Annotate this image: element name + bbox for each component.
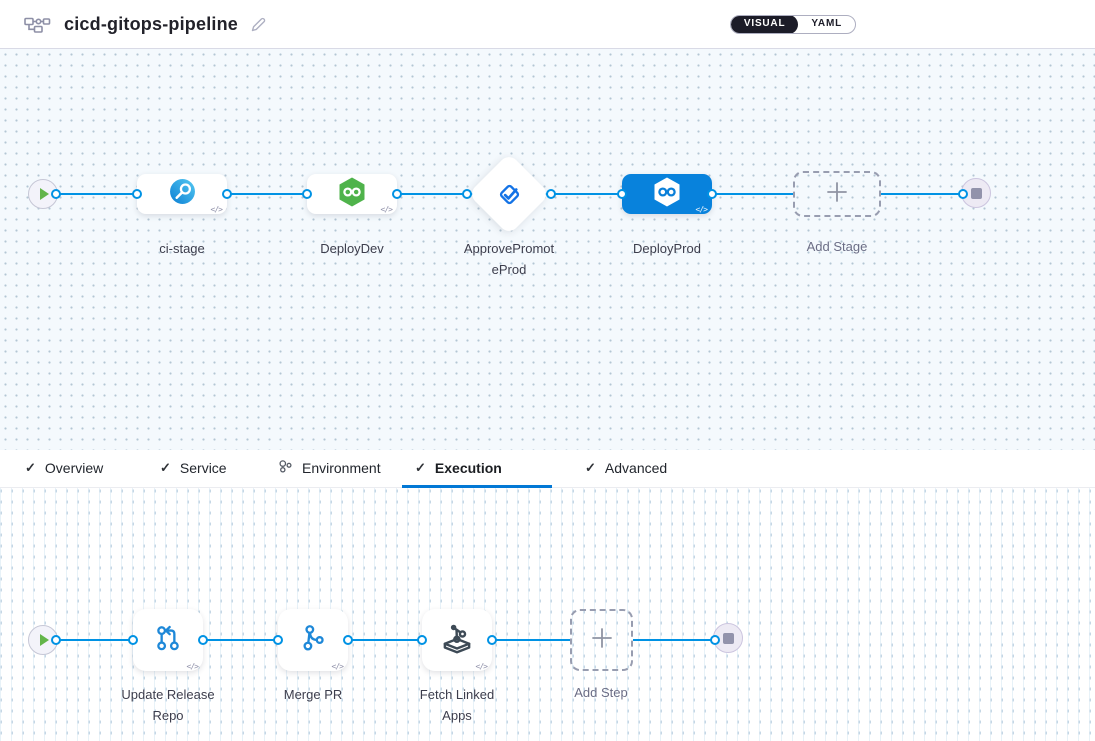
execution-canvas: </> Update Release Repo </> Merge PR (0, 488, 1095, 741)
stage-label: ApprovePromot eProd (456, 238, 562, 280)
stage-canvas: </> ci-stage </> DeployDev ApprovePromot… (0, 49, 1095, 450)
step-node-merge-pr[interactable]: </> (278, 609, 348, 671)
stage-label: DeployProd (633, 241, 701, 256)
edge-port (392, 189, 402, 199)
stage-edge-line (881, 193, 963, 195)
stage-edge-line (56, 193, 793, 195)
code-badge-icon: </> (331, 662, 344, 671)
code-badge-icon: </> (695, 205, 708, 214)
plus-icon (826, 181, 848, 208)
code-badge-icon: </> (380, 205, 393, 214)
edit-pencil-icon[interactable] (250, 16, 267, 33)
edge-port (487, 635, 497, 645)
edge-port (132, 189, 142, 199)
stage-config-tabbar: ✓ Overview ✓ Service Environment ✓ Execu… (0, 450, 1095, 488)
play-icon (40, 188, 49, 200)
code-badge-icon: </> (210, 205, 223, 214)
header: cicd-gitops-pipeline VISUAL YAML (0, 0, 1095, 49)
step-label: Fetch Linked Apps (419, 687, 495, 723)
step-label: Update Release Repo (121, 687, 215, 723)
deploy-stage-icon (652, 176, 682, 213)
fetch-linked-apps-icon (438, 619, 476, 662)
toggle-visual-button[interactable]: VISUAL (730, 16, 799, 33)
check-icon: ✓ (415, 460, 426, 475)
edge-port (51, 189, 61, 199)
edge-port (546, 189, 556, 199)
tab-label: Execution (434, 460, 502, 476)
add-step-button[interactable] (570, 609, 633, 671)
check-icon: ✓ (25, 460, 36, 475)
edge-port (707, 189, 717, 199)
add-stage-button[interactable] (793, 171, 881, 217)
step-node-update-release-repo[interactable]: </> (133, 609, 203, 671)
add-step-label: Add Step (574, 685, 628, 700)
edge-port (273, 635, 283, 645)
execution-end-node (713, 623, 743, 653)
step-edge-line (633, 639, 715, 641)
tab-environment[interactable]: Environment (278, 450, 381, 486)
plus-icon (591, 627, 613, 654)
edge-port (198, 635, 208, 645)
stage-node-deploydev[interactable]: </> (307, 174, 397, 214)
add-stage-label: Add Stage (806, 239, 868, 254)
merge-pr-icon (295, 620, 331, 661)
tab-overview[interactable]: ✓ Overview (25, 450, 103, 486)
pipeline-graph-icon (24, 15, 51, 34)
stage-label-line1: ApprovePromot (463, 241, 555, 256)
tab-label: Overview (44, 460, 104, 476)
edge-port (128, 635, 138, 645)
toggle-yaml-button[interactable]: YAML (811, 18, 842, 29)
edge-port (302, 189, 312, 199)
build-stage-icon (169, 178, 196, 210)
check-icon: ✓ (585, 460, 596, 475)
play-icon (40, 634, 49, 646)
code-badge-icon: </> (186, 662, 199, 671)
approval-stage-icon (494, 179, 525, 215)
page-title: cicd-gitops-pipeline (64, 13, 239, 34)
edge-port (462, 189, 472, 199)
edge-port (51, 635, 61, 645)
edge-port (617, 189, 627, 199)
edge-port (710, 635, 720, 645)
step-node-fetch-linked-apps[interactable]: </> (422, 609, 492, 671)
deploy-stage-icon (337, 176, 367, 213)
tab-service[interactable]: ✓ Service (160, 450, 227, 486)
edge-port (222, 189, 232, 199)
stage-label: DeployDev (320, 241, 384, 256)
stage-label-line2: eProd (491, 262, 527, 277)
tab-execution[interactable]: ✓ Execution (415, 450, 502, 486)
step-label: Merge PR (283, 687, 343, 702)
tab-advanced[interactable]: ✓ Advanced (585, 450, 667, 486)
active-tab-underline (402, 485, 552, 488)
stop-icon (970, 187, 982, 199)
tab-label: Service (179, 460, 227, 476)
code-badge-icon: </> (475, 662, 488, 671)
stop-icon (722, 632, 734, 644)
edge-port (343, 635, 353, 645)
environment-icon (278, 459, 293, 477)
check-icon: ✓ (160, 460, 171, 475)
edge-port (958, 189, 968, 199)
edge-port (417, 635, 427, 645)
pipeline-start-node (28, 179, 58, 209)
tab-label: Environment (302, 460, 381, 476)
tab-label: Advanced (604, 460, 668, 476)
stage-node-deployprod[interactable]: </> (622, 174, 712, 214)
update-release-repo-icon (150, 620, 186, 661)
visual-yaml-toggle: VISUAL YAML (729, 15, 856, 34)
stage-label: ci-stage (159, 241, 205, 256)
stage-node-ci-stage[interactable]: </> (137, 174, 227, 214)
